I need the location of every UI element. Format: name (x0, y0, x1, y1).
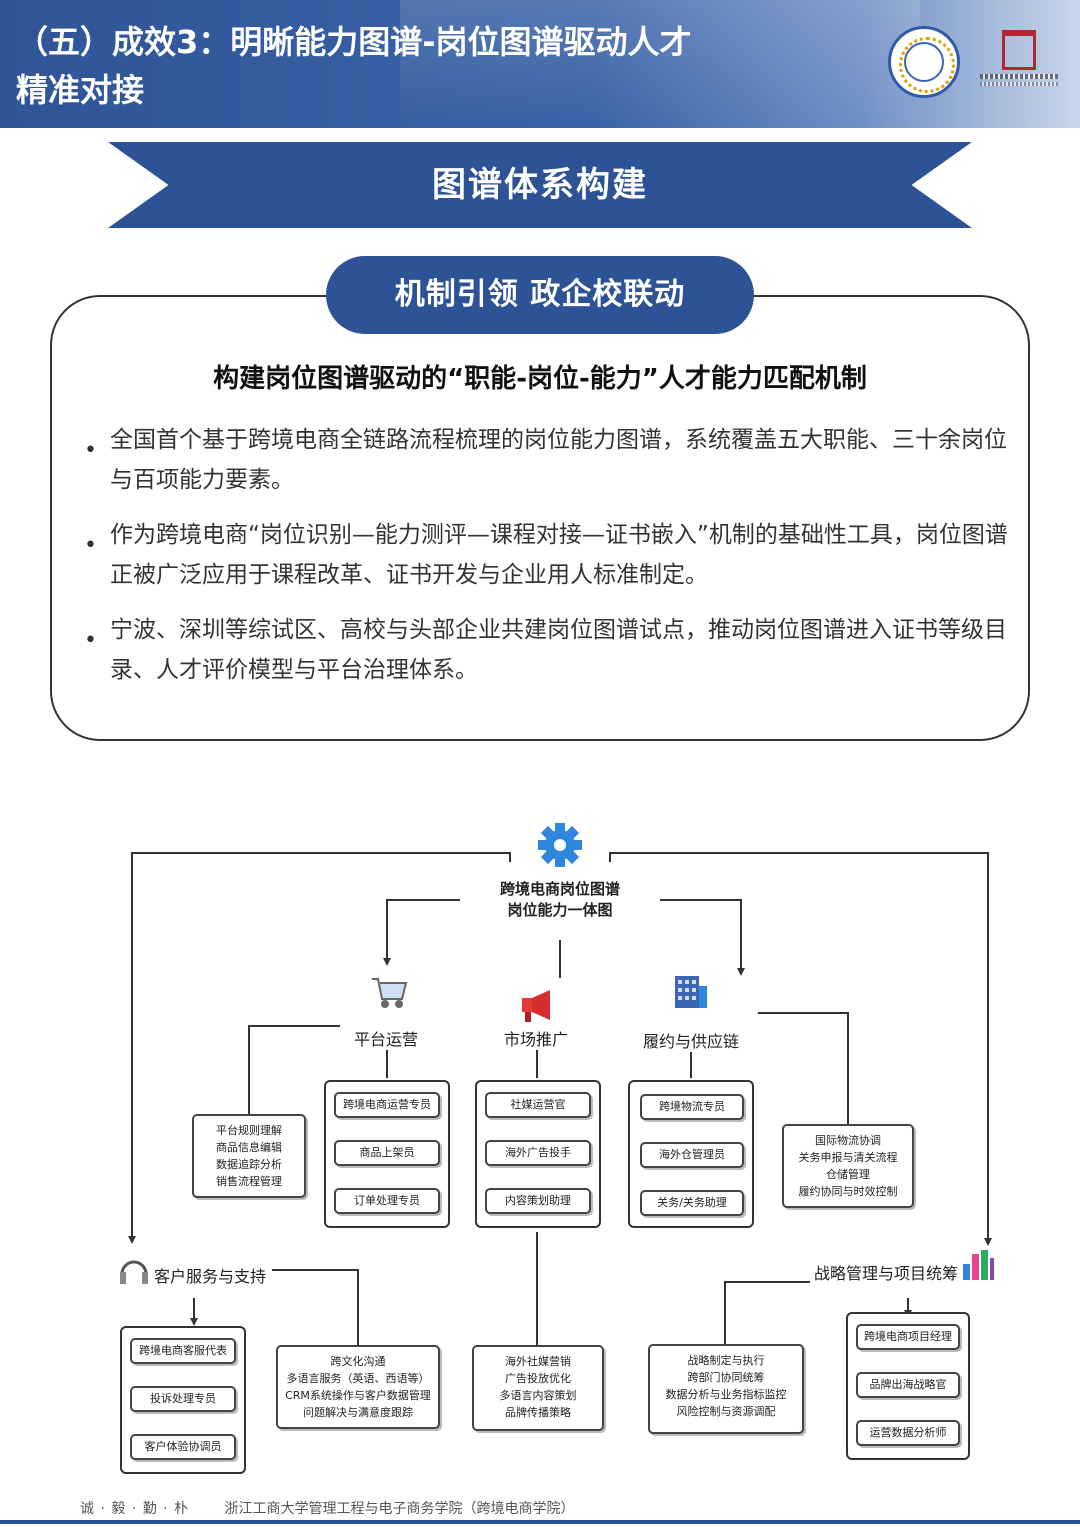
role-chip: 海外仓管理员 (640, 1142, 744, 1168)
service-skills: 跨文化沟通 多语言服务（英语、西语等） CRM系统操作与客户数据管理 问题解决与… (276, 1345, 440, 1429)
marketing-skills: 海外社媒营销 广告投放优化 多语言内容策划 品牌传播策略 (472, 1345, 604, 1431)
building-icon (675, 976, 707, 1008)
role-chip: 海外广告投手 (485, 1140, 591, 1166)
role-chip: 社媒运营官 (485, 1092, 591, 1118)
gear-icon (538, 823, 582, 867)
role-chip: 商品上架员 (334, 1140, 440, 1166)
bullet-item: •宁波、深圳等综试区、高校与头部企业共建岗位图谱试点，推动岗位图谱进入证书等级目… (84, 617, 1007, 683)
category-service: 客户服务与支持 (154, 1267, 267, 1286)
school-logo (980, 30, 1058, 100)
title-line-2: 精准对接 (16, 71, 145, 109)
category-platform: 平台运营 (354, 1030, 419, 1049)
page-title: （五）成效3：明晰能力图谱-岗位图谱驱动人才 精准对接 (16, 18, 836, 114)
map-center-title: 跨境电商岗位图谱 岗位能力一体图 (499, 880, 620, 919)
category-strategy: 战略管理与项目统筹 (814, 1264, 959, 1283)
section-ribbon-title: 图谱体系构建 (432, 165, 648, 205)
section-ribbon (108, 142, 972, 228)
role-chip: 内容策划助理 (485, 1188, 591, 1214)
role-chip: 跨境电商运营专员 (334, 1092, 440, 1118)
role-chip: 跨境电商客服代表 (130, 1338, 236, 1364)
role-chip: 关务/关务助理 (640, 1190, 744, 1216)
bullet-item: •全国首个基于跨境电商全链路流程梳理的岗位能力图谱，系统覆盖五大职能、三十余岗位… (84, 427, 1007, 493)
title-line-1: （五）成效3：明晰能力图谱-岗位图谱驱动人才 (16, 23, 692, 61)
platform-skills: 平台规则理解 商品信息编辑 数据追踪分析 销售流程管理 (192, 1114, 306, 1198)
bar-chart-icon (963, 1250, 994, 1280)
university-logo (888, 26, 960, 98)
mechanism-pill: 机制引领 政企校联动 (326, 256, 754, 334)
category-logistics: 履约与供应链 (643, 1032, 740, 1051)
category-marketing: 市场推广 (504, 1030, 569, 1049)
cart-icon (372, 978, 408, 1008)
bullet-item: •作为跨境电商“岗位识别—能力测评—课程对接—证书嵌入”机制的基础性工具，岗位图… (84, 522, 1008, 588)
megaphone-icon (522, 990, 550, 1022)
mechanism-heading: 构建岗位图谱驱动的“职能-岗位-能力”人才能力匹配机制 (213, 364, 867, 394)
header-banner: （五）成效3：明晰能力图谱-岗位图谱驱动人才 精准对接 (0, 0, 1080, 128)
footer-rule (0, 1520, 1080, 1524)
role-chip: 客户体验协调员 (130, 1434, 236, 1460)
logistics-skills: 国际物流协调 关务申报与清关流程 仓储管理 履约协同与时效控制 (782, 1124, 914, 1208)
strategy-skills: 战略制定与执行 跨部门协同统筹 数据分析与业务指标监控 风险控制与资源调配 (648, 1344, 804, 1434)
role-chip: 运营数据分析师 (856, 1420, 960, 1446)
role-chip: 订单处理专员 (334, 1188, 440, 1214)
bullet-list: •全国首个基于跨境电商全链路流程梳理的岗位能力图谱，系统覆盖五大职能、三十余岗位… (80, 420, 1010, 705)
building-photo (400, 0, 920, 128)
role-chip: 跨境物流专员 (640, 1094, 744, 1120)
role-chip: 跨境电商项目经理 (856, 1324, 960, 1350)
headset-icon (120, 1260, 148, 1284)
role-chip: 投诉处理专员 (130, 1386, 236, 1412)
role-chip: 品牌出海战略官 (856, 1372, 960, 1398)
footer: 诚 · 毅 · 勤 · 朴 浙江工商大学管理工程与电子商务学院（跨境电商学院） (80, 1498, 574, 1518)
school-motto: 诚 · 毅 · 勤 · 朴 (80, 1501, 190, 1517)
school-name: 浙江工商大学管理工程与电子商务学院（跨境电商学院） (224, 1501, 575, 1517)
